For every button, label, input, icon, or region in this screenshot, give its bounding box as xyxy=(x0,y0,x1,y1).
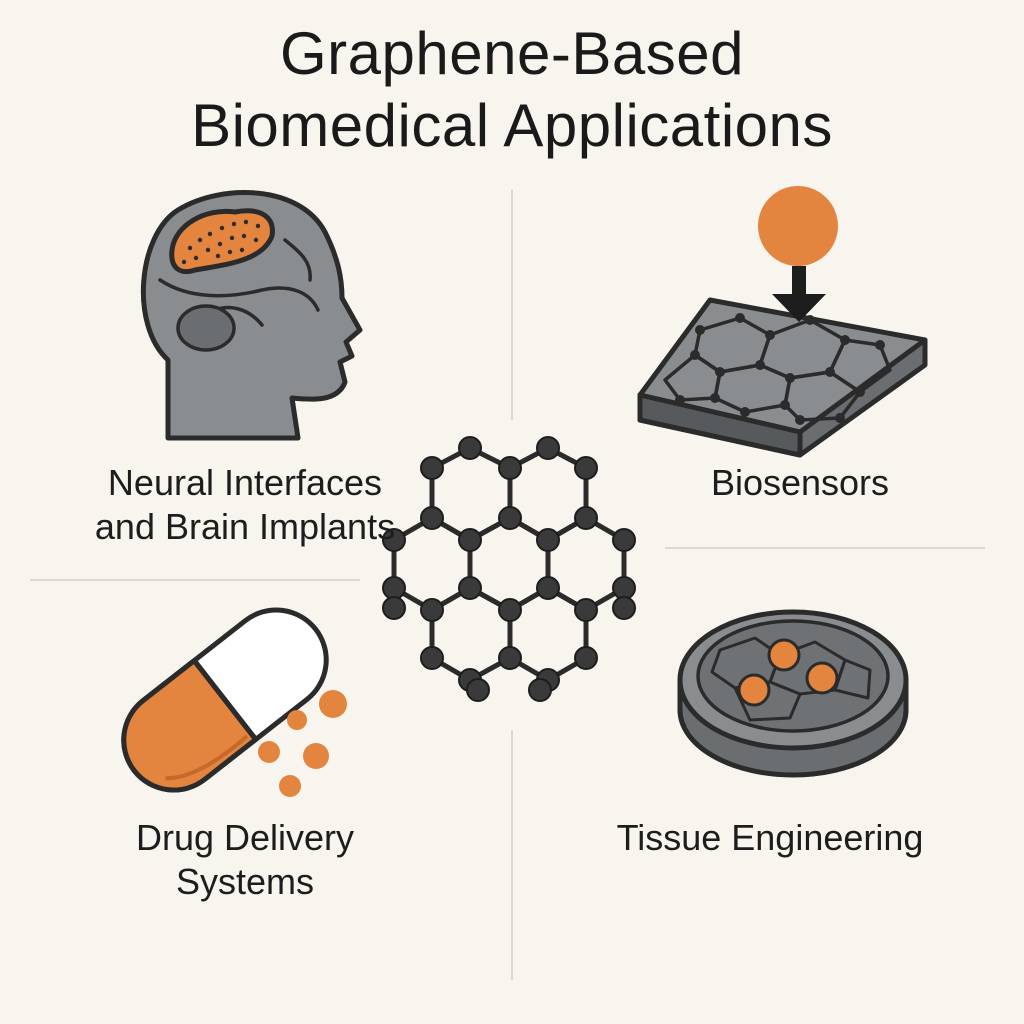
label-drug-line-2: Systems xyxy=(175,861,315,902)
capsule-icon xyxy=(121,607,347,797)
label-biosensors: Biosensors xyxy=(650,461,950,505)
title-line-1: Graphene-Based xyxy=(280,20,744,87)
sensor-chip-icon xyxy=(637,186,928,458)
label-neural-interfaces: Neural Interfaces and Brain Implants xyxy=(40,461,450,549)
label-drug-delivery: Drug Delivery Systems xyxy=(80,816,410,904)
title-line-2: Biomedical Applications xyxy=(191,92,833,159)
label-tissue-engineering: Tissue Engineering xyxy=(560,816,980,860)
graphene-lattice-icon xyxy=(382,436,636,702)
label-neural-line-1: Neural Interfaces xyxy=(107,462,383,503)
quadrant-dividers xyxy=(30,190,985,980)
label-neural-line-2: and Brain Implants xyxy=(94,506,396,547)
label-tissue-line-1: Tissue Engineering xyxy=(616,817,924,858)
label-biosensors-line-1: Biosensors xyxy=(710,462,890,503)
label-drug-line-1: Drug Delivery xyxy=(135,817,355,858)
petri-dish-icon xyxy=(677,609,909,778)
brain-head-icon xyxy=(140,190,363,441)
page-title: Graphene-Based Biomedical Applications xyxy=(0,18,1024,162)
